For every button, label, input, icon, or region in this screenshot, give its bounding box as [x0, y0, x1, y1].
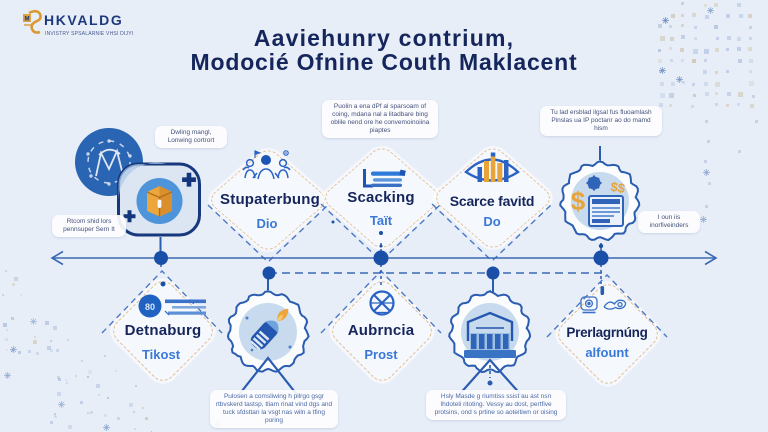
svg-text:$$: $$	[610, 179, 627, 196]
svg-text:80: 80	[145, 302, 155, 312]
svg-text:M: M	[25, 17, 30, 23]
svg-text:$: $	[571, 186, 586, 216]
